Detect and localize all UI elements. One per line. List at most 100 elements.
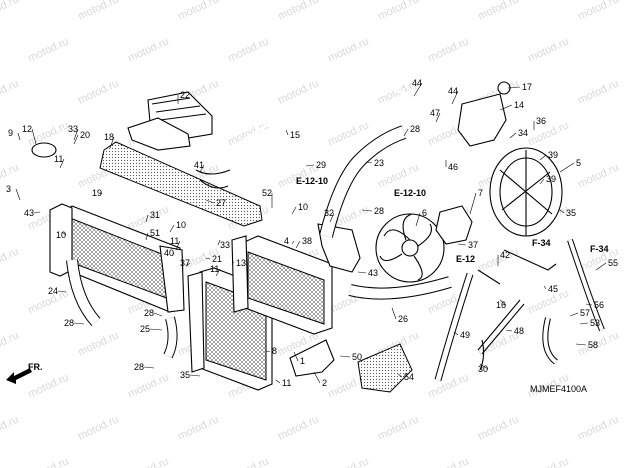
callout-number: 25 bbox=[140, 324, 150, 334]
callout-number: 39 bbox=[548, 150, 558, 160]
leader-line bbox=[397, 373, 403, 378]
callout-number: 27 bbox=[216, 198, 226, 208]
leader-line bbox=[539, 178, 545, 185]
leader-line bbox=[109, 136, 115, 149]
leader-line bbox=[57, 290, 67, 293]
watermark-text: motod.ru bbox=[0, 77, 21, 106]
callout-number: 43 bbox=[368, 268, 378, 278]
watermark-text: motod.ru bbox=[0, 245, 21, 274]
leader-line bbox=[469, 192, 477, 215]
watermark-text: motod.ru bbox=[76, 77, 120, 106]
leader-line bbox=[275, 379, 281, 384]
watermark-text: motod.ru bbox=[76, 0, 120, 23]
reserve-tank-14 bbox=[457, 93, 507, 147]
watermark-text: motod.ru bbox=[426, 455, 470, 468]
watermark-text: motod.ru bbox=[76, 329, 120, 358]
leader-line bbox=[149, 328, 163, 331]
tube-16 bbox=[477, 249, 557, 285]
callout-numbers: 1234567891010101111111112131415161718192… bbox=[6, 78, 618, 388]
leader-line bbox=[575, 343, 587, 346]
callout-number: 7 bbox=[478, 188, 483, 198]
leader-line bbox=[17, 132, 21, 141]
cover-2 bbox=[289, 339, 335, 377]
direction-label: FR. bbox=[28, 362, 43, 372]
fan-6 bbox=[375, 213, 445, 283]
watermark-text: motod.ru bbox=[276, 77, 320, 106]
callout-number: 11 bbox=[210, 264, 219, 274]
reference-label: F-34 bbox=[590, 244, 609, 254]
callout-number: 26 bbox=[398, 314, 408, 324]
leader-line bbox=[361, 209, 373, 212]
leader-line bbox=[595, 262, 607, 271]
leader-line bbox=[505, 329, 513, 332]
leader-line bbox=[499, 299, 507, 306]
watermark-text: motod.ru bbox=[576, 77, 620, 106]
callout-number: 55 bbox=[608, 258, 618, 268]
watermark-text: motod.ru bbox=[276, 0, 320, 23]
leader-line bbox=[451, 90, 459, 105]
leader-line bbox=[231, 261, 235, 264]
callout-number: 34 bbox=[518, 128, 528, 138]
leader-line bbox=[313, 371, 321, 384]
callout-number: 21 bbox=[212, 254, 222, 264]
leader-line bbox=[293, 351, 299, 362]
callout-number: 49 bbox=[460, 330, 470, 340]
line-art bbox=[31, 81, 605, 393]
callout-number: 48 bbox=[514, 326, 524, 336]
fan-motor-7 bbox=[435, 205, 473, 245]
callout-number: 44 bbox=[412, 78, 422, 88]
leader-line bbox=[559, 162, 575, 173]
leader-line bbox=[365, 161, 373, 164]
callout-number: 32 bbox=[324, 208, 334, 218]
leader-line bbox=[357, 271, 367, 274]
leader-line bbox=[265, 350, 271, 353]
callout-number: 52 bbox=[262, 188, 272, 198]
leader-line bbox=[559, 209, 565, 214]
callout-number: 36 bbox=[536, 116, 546, 126]
watermark-text: motod.ru bbox=[126, 371, 170, 400]
leader-line bbox=[171, 252, 175, 257]
watermark-text: motod.ru bbox=[576, 329, 620, 358]
radiator-cap-12 bbox=[31, 142, 57, 158]
watermark-text: motod.ru bbox=[176, 413, 220, 442]
watermark-text: motod.ru bbox=[576, 0, 620, 23]
callout-number: 8 bbox=[272, 346, 277, 356]
watermark-text: motod.ru bbox=[326, 35, 370, 64]
callout-number: 28 bbox=[374, 206, 384, 216]
watermark-text: motod.ru bbox=[276, 413, 320, 442]
watermark-text: motod.ru bbox=[526, 35, 570, 64]
callout-number: 1 bbox=[300, 356, 305, 366]
leader-line bbox=[453, 331, 459, 336]
leader-line bbox=[539, 154, 547, 161]
watermark-text: motod.ru bbox=[526, 455, 570, 468]
watermark-text: motod.ru bbox=[576, 413, 620, 442]
watermark-text: motod.ru bbox=[176, 0, 220, 23]
watermark-text: motod.ru bbox=[326, 119, 370, 148]
callout-number: 10 bbox=[56, 230, 66, 240]
leader-line bbox=[145, 232, 149, 241]
watermark-text: motod.ru bbox=[576, 161, 620, 190]
callout-number: 35 bbox=[566, 208, 576, 218]
callout-number: 43 bbox=[24, 208, 34, 218]
watermark-text: motod.ru bbox=[226, 35, 270, 64]
leader-line bbox=[205, 199, 215, 204]
leader-line bbox=[217, 239, 221, 246]
watermark-text: motod.ru bbox=[376, 413, 420, 442]
leader-line bbox=[295, 240, 301, 249]
callout-number: 31 bbox=[150, 210, 160, 220]
watermark-text: motod.ru bbox=[76, 413, 120, 442]
reference-label: E-12 bbox=[456, 254, 475, 264]
callout-number: 16 bbox=[496, 300, 506, 310]
leader-line bbox=[143, 366, 155, 369]
callout-number: 28 bbox=[410, 124, 420, 134]
leader-line bbox=[15, 188, 21, 201]
left-radiator bbox=[49, 203, 185, 313]
callout-number: 13 bbox=[236, 258, 246, 268]
callout-number: 33 bbox=[68, 124, 78, 134]
callout-number: 11 bbox=[282, 378, 291, 388]
leader-line bbox=[31, 128, 37, 145]
leader-line bbox=[185, 262, 191, 267]
leader-line bbox=[291, 240, 295, 245]
leader-line bbox=[413, 82, 423, 97]
watermark-text: motod.ru bbox=[226, 119, 270, 148]
